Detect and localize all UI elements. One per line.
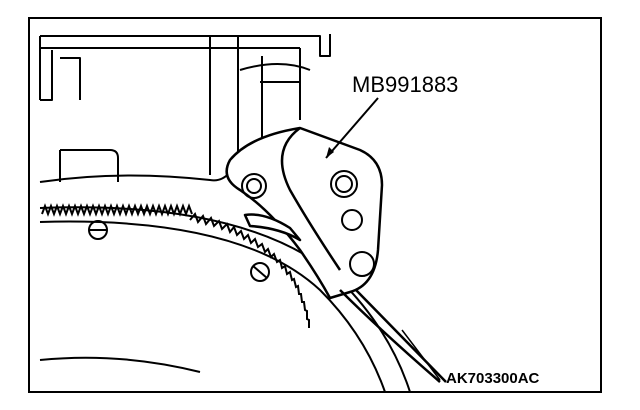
engine-block	[39, 34, 331, 183]
tool-label: MB991883	[352, 72, 459, 97]
reference-code: AK703300AC	[446, 370, 540, 387]
flywheel-bolt-right	[250, 262, 270, 282]
tool-hole-lower	[349, 251, 375, 277]
tool-bolt-center	[330, 170, 358, 198]
gear-teeth	[41, 203, 193, 217]
tool-hole-middle	[341, 209, 363, 231]
ref-leader-line	[401, 329, 441, 381]
flywheel-bolt-left	[88, 220, 108, 240]
tool-leader-line	[325, 97, 379, 159]
figure-frame	[28, 17, 602, 393]
tool-bolt-upper	[241, 173, 267, 199]
tool-leader-arrow	[326, 147, 334, 158]
